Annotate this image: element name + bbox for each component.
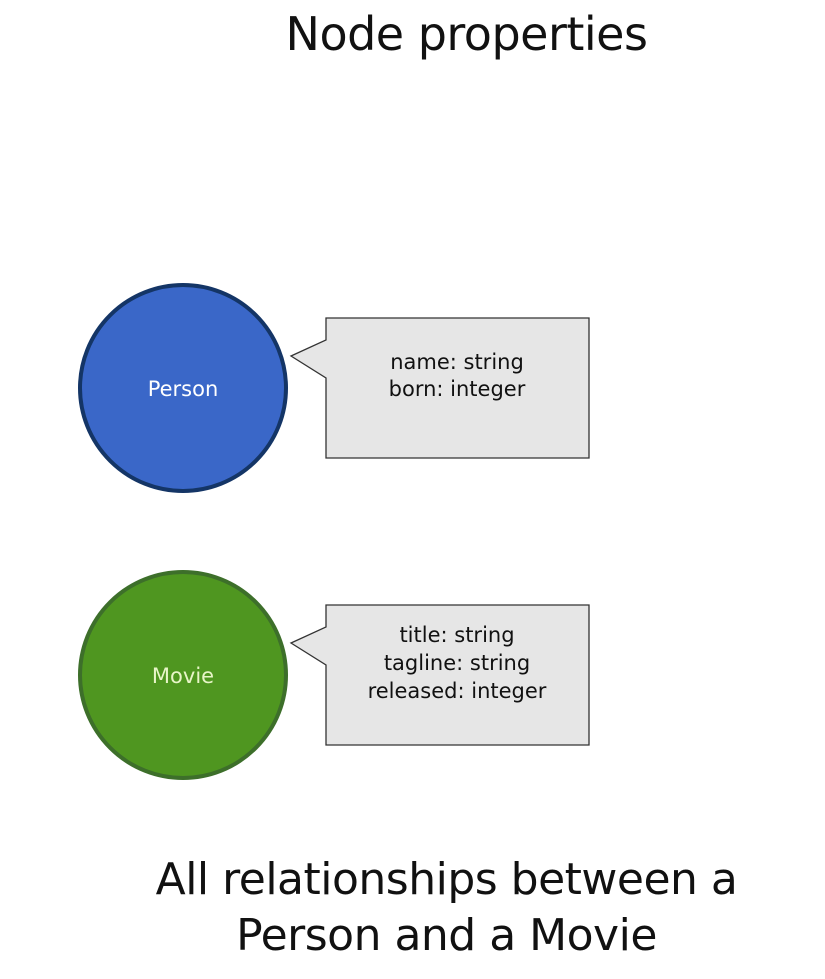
- movie-property-released: released: integer: [368, 679, 547, 703]
- page-title: Node properties: [285, 7, 648, 61]
- movie-node-circle: [78, 570, 288, 780]
- movie-properties-callout: title: string tagline: string released: …: [289, 604, 590, 746]
- person-properties-callout: name: string born: integer: [289, 317, 590, 459]
- subtitle-line-1: All relationships between a: [155, 854, 738, 905]
- movie-property-tagline: tagline: string: [384, 651, 530, 675]
- person-property-name: name: string: [390, 350, 524, 374]
- person-property-born: born: integer: [389, 377, 526, 401]
- movie-node[interactable]: Movie: [78, 570, 288, 780]
- person-node-circle: [78, 283, 288, 493]
- person-node-label: Person: [148, 377, 219, 401]
- person-node[interactable]: Person: [78, 283, 288, 493]
- subtitle: All relationships between a Person and a…: [0, 852, 825, 964]
- movie-node-label: Movie: [152, 664, 214, 688]
- subtitle-line-2: Person and a Movie: [236, 910, 657, 961]
- person-callout-shape: [289, 317, 590, 459]
- movie-callout-shape: [289, 604, 590, 746]
- movie-property-title: title: string: [399, 623, 514, 647]
